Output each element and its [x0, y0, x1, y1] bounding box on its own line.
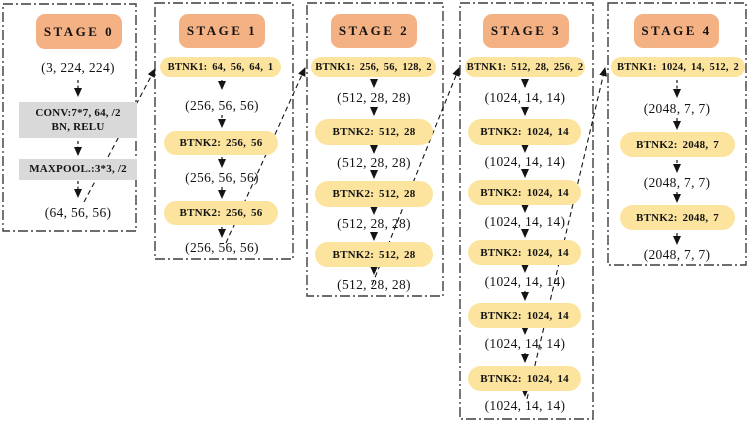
maxpool-block: MAXPOOL.:3*3, /2 — [19, 159, 137, 180]
btnk2-block: BTNK2: 256, 56 — [164, 131, 278, 155]
btnk2-block: BTNK2: 2048, 7 — [620, 205, 735, 230]
stage3-border — [459, 2, 594, 420]
conv-block-line1: CONV:7*7, 64, /2 — [35, 106, 121, 119]
tensor-dim-label: (256, 56, 56) — [185, 98, 259, 113]
tensor-dim-label: (1024, 14, 14) — [484, 336, 566, 351]
stage-title-3: STAGE 3 — [483, 14, 569, 48]
tensor-dim-label: (2048, 7, 7) — [643, 247, 711, 262]
tensor-dim-label: (512, 28, 28) — [337, 90, 411, 105]
btnk2-block: BTNK2: 1024, 14 — [468, 240, 581, 265]
skip-arrow-stage1-to-stage2 — [225, 67, 306, 244]
stage2-border — [306, 2, 444, 297]
conv-block: CONV:7*7, 64, /2 BN, RELU — [19, 102, 137, 138]
btnk1-block: BTNK1: 256, 56, 128, 2 — [311, 57, 436, 77]
conv-block-line2: BN, RELU — [51, 121, 105, 133]
tensor-dim-label: (3, 224, 224) — [41, 60, 115, 75]
tensor-dim-label: (256, 56, 56) — [185, 170, 259, 185]
stage-title-1: STAGE 1 — [179, 14, 265, 48]
btnk2-block: BTNK2: 1024, 14 — [468, 303, 581, 328]
btnk1-block: BTNK1: 1024, 14, 512, 2 — [611, 57, 745, 77]
btnk2-block: BTNK2: 512, 28 — [315, 119, 433, 145]
stage-title-4: STAGE 4 — [634, 14, 719, 48]
tensor-dim-label: (1024, 14, 14) — [484, 214, 566, 229]
tensor-dim-label: (512, 28, 28) — [337, 155, 411, 170]
btnk1-block: BTNK1: 512, 28, 256, 2 — [465, 57, 585, 77]
btnk2-block: BTNK2: 1024, 14 — [468, 119, 581, 145]
flow-arrows — [74, 79, 681, 397]
tensor-dim-label: (2048, 7, 7) — [643, 175, 711, 190]
btnk2-block: BTNK2: 512, 28 — [315, 242, 433, 267]
stage-title-0: STAGE 0 — [36, 14, 122, 49]
tensor-dim-label: (512, 28, 28) — [337, 216, 411, 231]
tensor-dim-label: (256, 56, 56) — [185, 240, 259, 255]
stage4-border — [607, 2, 747, 266]
btnk1-block: BTNK1: 64, 56, 64, 1 — [160, 57, 281, 77]
btnk2-block: BTNK2: 512, 28 — [315, 181, 433, 207]
tensor-dim-label: (2048, 7, 7) — [643, 101, 711, 116]
tensor-dim-label: (1024, 14, 14) — [484, 90, 566, 105]
tensor-dim-label: (64, 56, 56) — [44, 205, 112, 220]
btnk2-block: BTNK2: 2048, 7 — [620, 132, 735, 157]
btnk2-block: BTNK2: 1024, 14 — [468, 180, 581, 205]
btnk2-block: BTNK2: 1024, 14 — [468, 366, 581, 391]
stage1-border — [154, 2, 294, 260]
btnk2-block: BTNK2: 256, 56 — [164, 201, 278, 225]
tensor-dim-label: (1024, 14, 14) — [484, 398, 566, 413]
tensor-dim-label: (1024, 14, 14) — [484, 274, 566, 289]
skip-arrow-stage3-to-stage4 — [526, 67, 608, 400]
tensor-dim-label: (512, 28, 28) — [337, 277, 411, 292]
stage-title-2: STAGE 2 — [331, 14, 417, 48]
tensor-dim-label: (1024, 14, 14) — [484, 154, 566, 169]
